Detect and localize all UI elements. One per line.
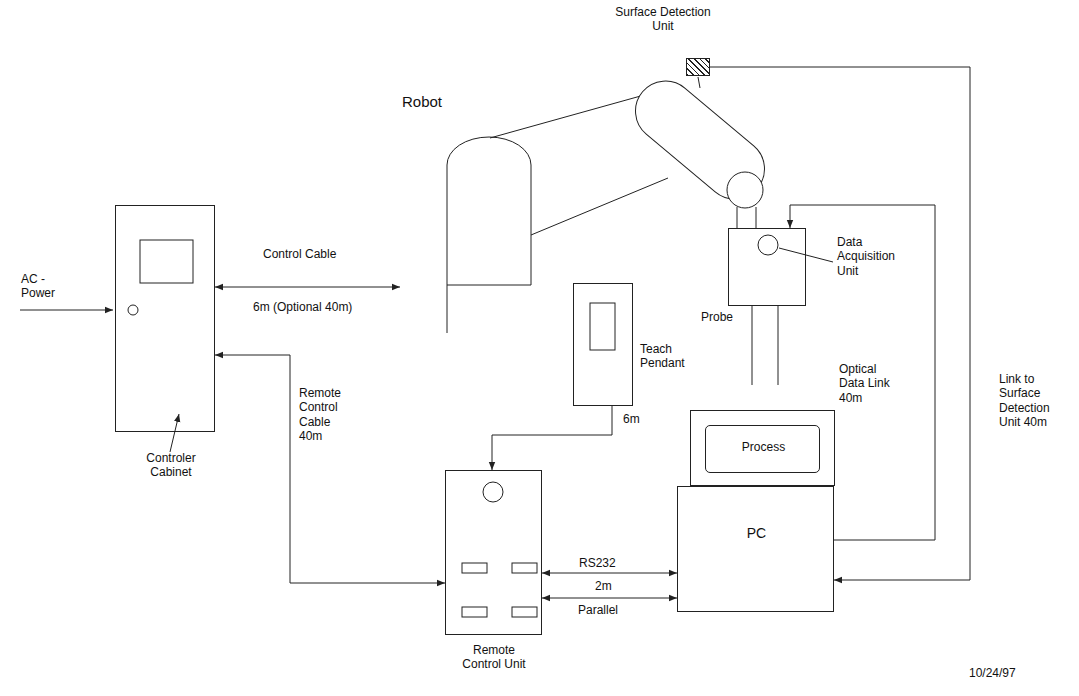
- leader-line: [170, 414, 179, 452]
- robot-link: [490, 92, 655, 138]
- node-label: Controler Cabinet: [136, 451, 206, 480]
- cable-length: 2m: [594, 579, 613, 593]
- power-label: AC - Power: [20, 272, 74, 301]
- probe-label: Probe: [700, 310, 734, 324]
- node-label: Teach Pendant: [640, 342, 692, 371]
- rcu-knob: [483, 482, 503, 502]
- connector-label: Link to Surface Detection Unit 40m: [998, 372, 1070, 430]
- rcu-button: [462, 607, 487, 617]
- remote-control-unit: Remote Control Unit: [445, 470, 542, 635]
- probe: [778, 306, 779, 385]
- connector: [492, 406, 612, 470]
- rcu-button: [512, 563, 537, 573]
- connector-label: RS232: [578, 556, 617, 570]
- node-label: Surface Detection Unit: [604, 5, 722, 34]
- rcu-button: [462, 563, 487, 573]
- robot-wrist-line: [756, 207, 757, 228]
- connector: [710, 67, 970, 580]
- connector: [542, 573, 677, 574]
- connector-label: Control Cable: [262, 247, 337, 261]
- node-label: Data Acquisition Unit: [837, 235, 907, 278]
- probe: [752, 306, 753, 385]
- robot-wrist: [727, 172, 763, 208]
- power-arrow: [20, 310, 113, 311]
- cable-length: 6m (Optional 40m): [252, 300, 353, 314]
- sensor-mount: [698, 77, 700, 88]
- daq-lens: [758, 235, 778, 255]
- date-stamp: 10/24/97: [968, 666, 1017, 680]
- controller-cabinet: Controler Cabinet: [115, 205, 215, 432]
- robot-arm: [623, 69, 776, 211]
- connector: [542, 598, 677, 599]
- pendant-screen: [590, 303, 615, 350]
- process-monitor: Process: [690, 410, 835, 486]
- cabinet-screen: [140, 240, 193, 283]
- connector-label: Optical Data Link 40m: [838, 362, 902, 405]
- robot-base-line: [447, 285, 531, 286]
- pc-box: PC: [677, 486, 834, 612]
- node-label: Remote Control Unit: [454, 643, 534, 672]
- connector: [215, 355, 445, 583]
- node-label: Robot: [402, 93, 462, 111]
- surface-detection-unit: Surface Detection Unit: [686, 58, 710, 76]
- robot-wrist-line: [737, 207, 738, 228]
- teach-pendant: Teach Pendant: [573, 283, 633, 406]
- connector: [790, 205, 935, 540]
- leader-line: [779, 248, 833, 262]
- node-label: PC: [678, 525, 835, 542]
- connector: [215, 287, 400, 288]
- rcu-button: [512, 607, 537, 617]
- connector-label: Parallel: [577, 603, 619, 617]
- data-acquisition-unit: Data Acquisition Unit: [728, 228, 806, 306]
- node-label: Process: [705, 440, 822, 454]
- cabinet-knob: [128, 305, 138, 315]
- robot-link: [531, 178, 668, 235]
- connector-label: 6m: [622, 412, 641, 426]
- connector-label: Remote Control Cable 40m: [298, 386, 348, 444]
- robot: Robot: [400, 85, 535, 295]
- robot-base: [447, 137, 531, 333]
